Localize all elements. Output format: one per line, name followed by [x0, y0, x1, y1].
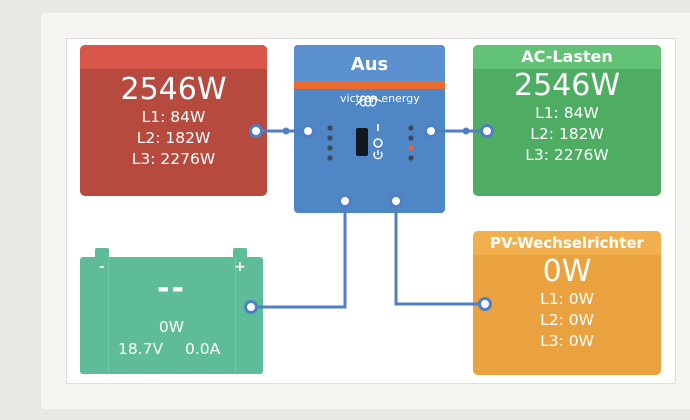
grid-flow-dot [282, 127, 290, 135]
battery-current: 0.0A [185, 340, 221, 358]
battery-terminal-minus [95, 248, 109, 257]
victron-swirl-icon [355, 95, 383, 107]
inverter-brand: victron energy [340, 92, 420, 105]
ac-loads-l1: L1: 84W [535, 104, 599, 122]
battery-soc: -- [157, 271, 186, 306]
grid-l1: L1: 84W [141, 108, 206, 126]
battery-plus-label: + [234, 259, 246, 275]
inverter-pv-connector [389, 194, 403, 208]
pv-inverter-l2: L2: 0W [540, 311, 594, 329]
victron-logo: victron energy [308, 92, 432, 108]
inverter-out-connector [424, 124, 438, 138]
grid-l2: L2: 182W [136, 129, 211, 147]
pv-connector [478, 297, 492, 311]
grid-l3: L3: 2276W [131, 150, 216, 168]
ac-loads-l2: L2: 182W [530, 125, 604, 143]
ac-loads-power: 2546W [513, 68, 620, 103]
inverter-dc-connector [338, 194, 352, 208]
pv-inverter-tile[interactable]: PV-Wechselrichter 0W L1: 0W L2: 0W L3: 0… [473, 231, 661, 375]
grid-tile[interactable]: 2546W L1: 84W L2: 182W L3: 2276W [80, 45, 267, 196]
loads-flow-dot [462, 127, 470, 135]
grid-connector [249, 124, 263, 138]
pv-inverter-power: 0W [542, 254, 592, 289]
battery-connector [244, 300, 258, 314]
inverter-to-battery-wire [251, 201, 347, 309]
inverter-stripe [294, 81, 445, 89]
inverter-tile[interactable]: Aus victron energy [294, 45, 445, 213]
pv-inverter-l1: L1: 0W [540, 290, 594, 308]
ac-loads-l3: L3: 2276W [525, 146, 609, 164]
inverter-status-led [408, 145, 414, 151]
grid-power: 2546W [120, 72, 227, 107]
battery-tile[interactable]: - + -- 0W 18.7V 0.0A [80, 257, 263, 374]
inverter-indicators [327, 124, 414, 161]
loads-connector [480, 124, 494, 138]
ac-loads-title: AC-Lasten [473, 45, 661, 69]
pv-inverter-title: PV-Wechselrichter [473, 231, 661, 255]
battery-power: 0W [158, 318, 185, 336]
pv-inverter-l3: L3: 0W [540, 332, 594, 350]
battery-terminal-plus [233, 248, 247, 257]
ac-loads-tile[interactable]: AC-Lasten 2546W L1: 84W L2: 182W L3: 227… [473, 45, 661, 196]
inverter-to-pv-wire [394, 201, 485, 306]
inverter-state: Aus [294, 45, 445, 81]
battery-minus-label: - [99, 260, 105, 275]
grid-tile-header [80, 45, 267, 69]
inverter-in-connector [301, 124, 315, 138]
inverter-switch [356, 128, 368, 156]
battery-voltage: 18.7V [118, 340, 164, 358]
